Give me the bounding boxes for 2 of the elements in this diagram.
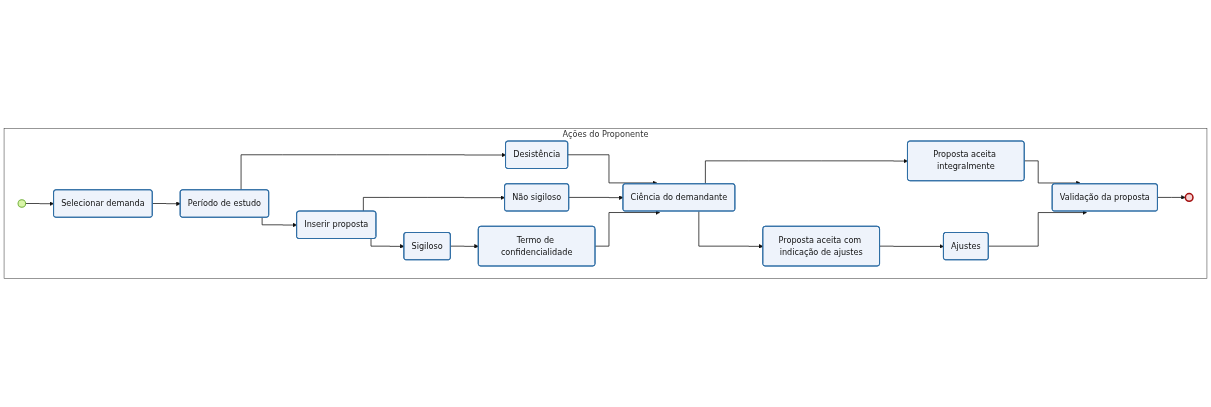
node-circle (1184, 192, 1194, 202)
node-circle (17, 199, 27, 208)
